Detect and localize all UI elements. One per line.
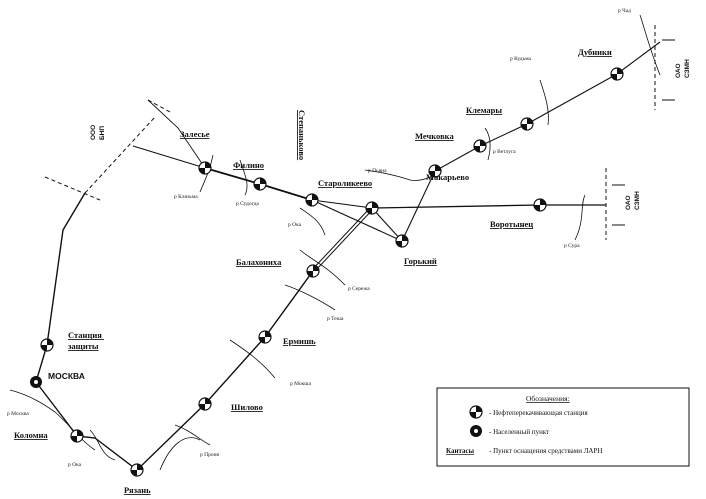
label-kolomna: Коломна (14, 430, 48, 440)
label-makarevo: Макарьево (426, 172, 469, 182)
river-chad: р Чад (618, 8, 631, 14)
river-oka-mid: р Ока (288, 222, 302, 228)
org-oao-szmn-mid-line2: СЗМН (634, 191, 641, 210)
station-zashchity-marker[interactable] (40, 338, 54, 352)
org-oao-szmn-mid-line1: ОАО (625, 195, 632, 210)
rivers (9, 14, 661, 471)
station-ermish-marker[interactable] (258, 330, 272, 344)
river-serezha: р Сережа (348, 286, 370, 292)
station-dubniki-marker[interactable] (610, 67, 624, 81)
station-filino-marker[interactable] (253, 177, 267, 191)
river-vetluga: р Ветлуга (493, 149, 516, 155)
label-klemary: Клемары (466, 105, 502, 115)
label-filino: Филино (233, 160, 264, 170)
station-gorky-marker[interactable] (395, 234, 409, 248)
legend-item-pump-station: - Нефтеперекачивающая станция (489, 409, 588, 417)
river-sura: р Сура (564, 243, 580, 249)
label-ryazan: Рязань (124, 485, 151, 495)
label-stepankovo: Степаньково (297, 110, 307, 160)
org-oao-szmn-mid: ОАО СЗМН (625, 191, 641, 210)
legend: Обозначения: - Нефтеперекачивающая станц… (436, 387, 690, 467)
river-kudma: р Кудьма (510, 56, 532, 62)
label-dubniki: Дубники (578, 47, 612, 57)
station-kolomna-marker[interactable] (70, 429, 84, 443)
station-starolikeevo-marker[interactable] (365, 201, 379, 215)
boundary-lines (44, 25, 656, 240)
river-moskva: р Москва (7, 411, 29, 417)
station-stepankovo-marker[interactable] (305, 193, 319, 207)
org-oao-szmn-top-line1: ОАО (675, 63, 682, 78)
station-mechkovka-marker[interactable] (473, 139, 487, 153)
river-moksha: р Мокша (290, 381, 312, 387)
label-zashchity-line2: защиты (68, 341, 99, 351)
station-klemary-marker[interactable] (520, 117, 534, 131)
river-klyazma: р Клязьма (174, 194, 198, 200)
org-ooo-bip-line2: БНП (99, 126, 106, 140)
label-vorotynets: Воротынец (490, 219, 533, 229)
org-oao-szmn-top-line2: СЗМН (684, 59, 691, 78)
organization-labels: ООО БНП ОАО СЗМН ОАО СЗМН (90, 59, 691, 210)
legend-settlement-icon (470, 425, 482, 437)
label-zashchity-line1: Станция (68, 330, 102, 340)
label-balakhonikha: Балахониха (236, 257, 282, 267)
label-ermish: Ермишь (283, 336, 316, 346)
station-vorotynets-marker[interactable] (533, 198, 547, 212)
label-stantsiya-zashchity: Станция защиты (68, 330, 104, 351)
org-ooo-bip: ООО БНП (90, 123, 106, 140)
legend-larn-symbol: Кантасы (446, 447, 475, 455)
river-pronya: р Проня (200, 452, 220, 458)
org-oao-szmn-top: ОАО СЗМН (675, 59, 691, 78)
org-ooo-bip-line1: ООО (90, 125, 97, 140)
label-gorky: Горький (404, 256, 437, 266)
river-pyana: р Пьяна (368, 168, 387, 174)
station-shilovo-marker[interactable] (198, 397, 212, 411)
label-starolikeevo: Староликеево (318, 178, 372, 188)
river-sudogda: р Судогда (236, 201, 259, 207)
label-zalesye: Залесье (180, 129, 210, 139)
label-moskva: МОСКВА (48, 371, 85, 381)
legend-item-larn: - Пункт оснащения средствами ЛАРН (489, 447, 602, 455)
station-zalesye-marker[interactable] (198, 161, 212, 175)
station-balakhonikha-marker[interactable] (306, 264, 320, 278)
boundary-arrows (612, 39, 675, 226)
station-labels: Станция защиты Коломна Рязань Шилово Ерм… (14, 47, 612, 495)
label-mechkovka: Мечковка (415, 131, 454, 141)
legend-pump-station-icon (469, 405, 483, 419)
station-ryazan-marker[interactable] (130, 463, 144, 477)
river-labels: р Москва р Ока р Проня р Мокша р Теша р … (7, 8, 631, 468)
legend-title: Обозначения: (526, 394, 570, 403)
river-tesha: р Теша (327, 316, 344, 322)
river-oka-kolomna: р Ока (68, 462, 82, 468)
legend-item-settlement: - Населенный пункт (489, 428, 549, 436)
label-shilovo: Шилово (231, 402, 263, 412)
city-moskva-marker[interactable] (30, 376, 42, 388)
